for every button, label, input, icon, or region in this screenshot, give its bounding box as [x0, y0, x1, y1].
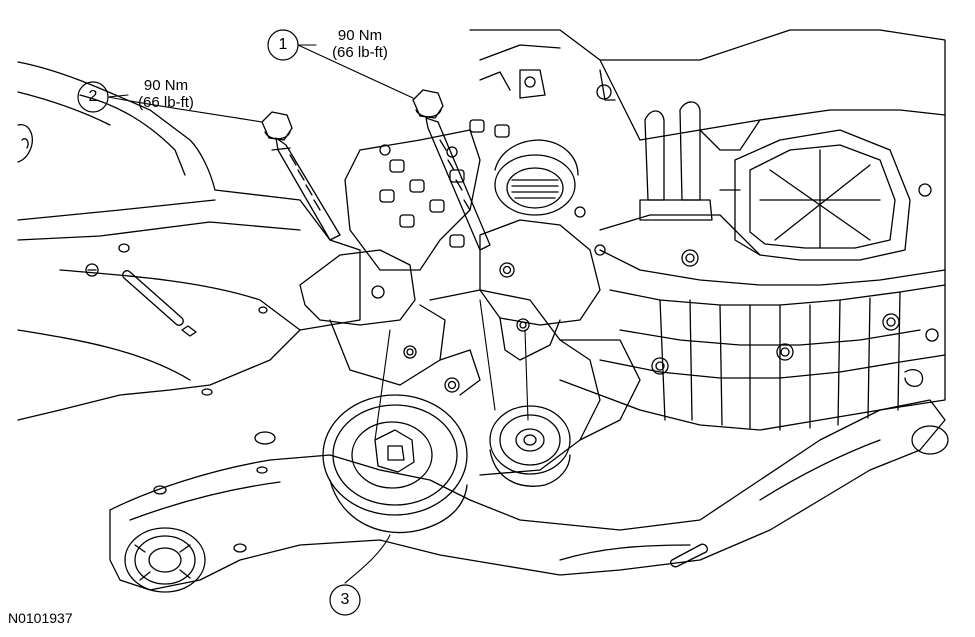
torque-spec-2-nm: 90 Nm	[143, 77, 189, 94]
mount-bracket-left	[299, 249, 446, 386]
mount-bracket-right	[479, 219, 601, 361]
subframe	[17, 61, 361, 445]
bolt-2	[261, 111, 341, 241]
torque-spec-2: 90 Nm (66 lb-ft)	[122, 77, 210, 111]
torque-spec-1: 90 Nm (66 lb-ft)	[316, 27, 404, 61]
torque-spec-1-lbft: (66 lb-ft)	[332, 44, 388, 61]
mount-isolator-large	[322, 394, 468, 534]
mount-isolator-small	[489, 405, 571, 487]
callout-circles	[77, 29, 361, 616]
bolt-1	[412, 89, 491, 251]
lower-crossmember	[109, 399, 949, 593]
callout-number-3: 3	[340, 591, 350, 608]
callout-leaders	[107, 44, 529, 584]
figure-id: N0101937	[8, 610, 73, 626]
torque-spec-1-nm: 90 Nm	[337, 27, 383, 44]
transmission-case	[344, 29, 946, 476]
torque-spec-2-lbft: (66 lb-ft)	[138, 94, 194, 111]
callout-number-1: 1	[278, 36, 288, 53]
callout-number-2: 2	[88, 88, 98, 105]
